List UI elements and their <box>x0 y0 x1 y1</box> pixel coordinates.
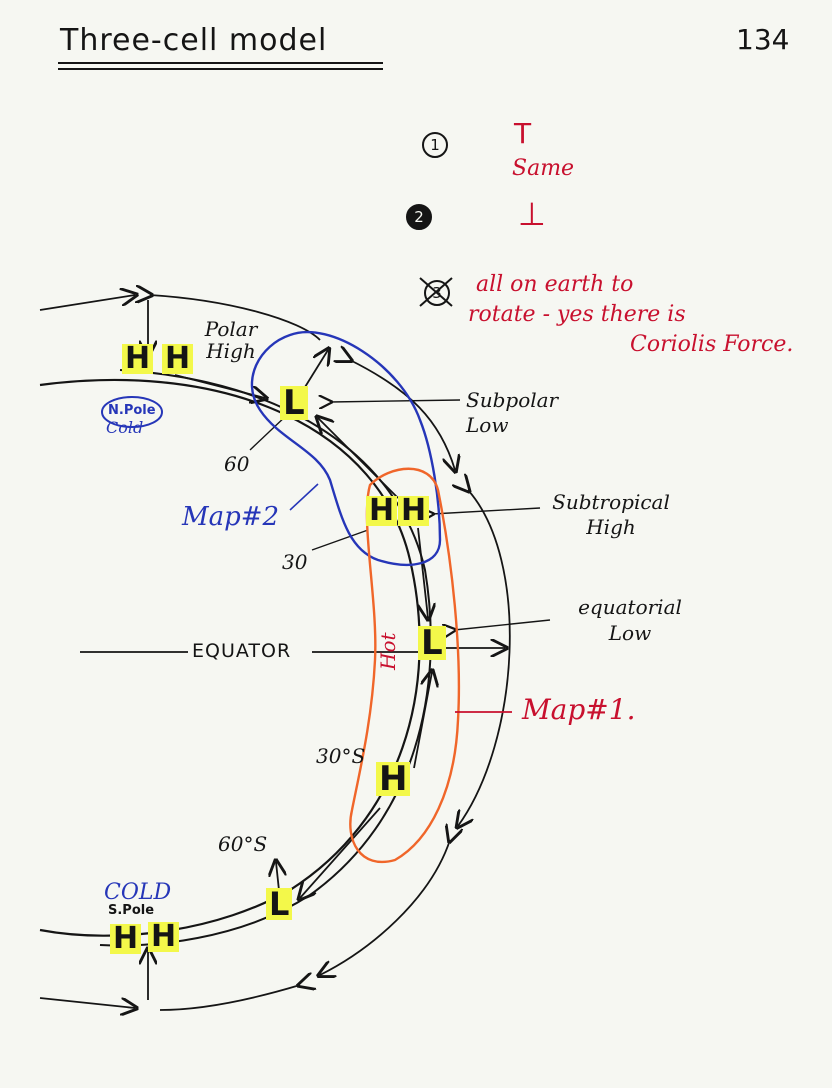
north-cold-label: Cold <box>106 418 144 437</box>
pointer-60 <box>249 413 289 451</box>
north-cold-circle <box>101 396 163 428</box>
note-1-text: Same <box>512 156 575 181</box>
surface-wind-3 <box>417 527 428 618</box>
subtropical-high-symbol-1: H <box>366 496 398 526</box>
title-double-underline <box>58 68 383 70</box>
map-1-outline <box>349 467 461 863</box>
surface-wind-4 <box>413 672 432 769</box>
note-3-line-2: rotate - yes there is <box>468 302 686 327</box>
latitude-30-label: 30 <box>282 550 308 574</box>
note-1-symbol: T <box>514 117 532 150</box>
south-pole-label: S.Pole <box>108 903 155 918</box>
map-1-label: Map#1. <box>522 693 636 726</box>
pointer-subpolar <box>330 400 461 402</box>
map-2-label: Map#2 <box>182 502 280 532</box>
north-pole-label: N.Pole <box>108 403 156 418</box>
south-subtropical-high-symbol: H <box>376 762 411 796</box>
note-2-number: 2 <box>406 204 432 230</box>
title-underline <box>58 62 383 64</box>
polar-high-label: Polar High <box>204 317 258 363</box>
pointer-subtropical <box>432 508 541 514</box>
subtropical-high-label: Subtropical High <box>552 490 670 539</box>
outer-arc-hadley <box>458 490 511 826</box>
south-polar-high-symbol-1: H <box>110 924 142 954</box>
note-2-symbol: ⊥ <box>518 195 546 233</box>
pointer-30 <box>311 529 369 551</box>
surface-wind-5 <box>300 807 381 898</box>
subtropical-high-symbol-2: H <box>398 496 430 526</box>
polar-high-symbol-1: H <box>122 344 154 374</box>
equator-label: EQUATOR <box>192 640 292 662</box>
note-3-line-1: all on earth to <box>476 272 634 297</box>
page-number: 134 <box>736 23 790 56</box>
outer-arc-ferrel-n <box>350 360 455 470</box>
hot-label: Hot <box>376 632 400 670</box>
surface-wind-2 <box>318 418 399 499</box>
polar-high-symbol-2: H <box>162 344 194 374</box>
note-3-line-3: Coriolis Force. <box>630 332 794 357</box>
outer-arc-polar-s <box>159 985 300 1011</box>
south-subpolar-low-symbol: L <box>266 888 293 920</box>
note-3-strike <box>419 277 453 307</box>
south-cold-label: COLD <box>104 880 172 905</box>
equatorial-low-symbol: L <box>418 626 446 660</box>
subpolar-low-label: Subpolar Low <box>466 388 559 437</box>
pointer-equatorial <box>454 619 551 630</box>
note-1-number: 1 <box>422 132 448 158</box>
latitude-30s-label: 30°S <box>316 744 366 768</box>
arrow-top-left <box>39 295 135 311</box>
subpolar-low-symbol: L <box>280 386 308 420</box>
south-polar-high-symbol-2: H <box>148 922 180 952</box>
equatorial-low-label: equatorial Low <box>578 595 682 645</box>
latitude-60-label: 60 <box>224 452 250 476</box>
arrow-bottom-left <box>39 997 135 1008</box>
latitude-60s-label: 60°S <box>218 832 268 856</box>
page-title: Three-cell model <box>60 23 328 58</box>
map-2-outline <box>250 330 442 567</box>
surface-wind-1 <box>174 374 265 398</box>
outer-arc-ferrel-s <box>320 840 450 975</box>
map-2-pointer <box>289 483 319 511</box>
